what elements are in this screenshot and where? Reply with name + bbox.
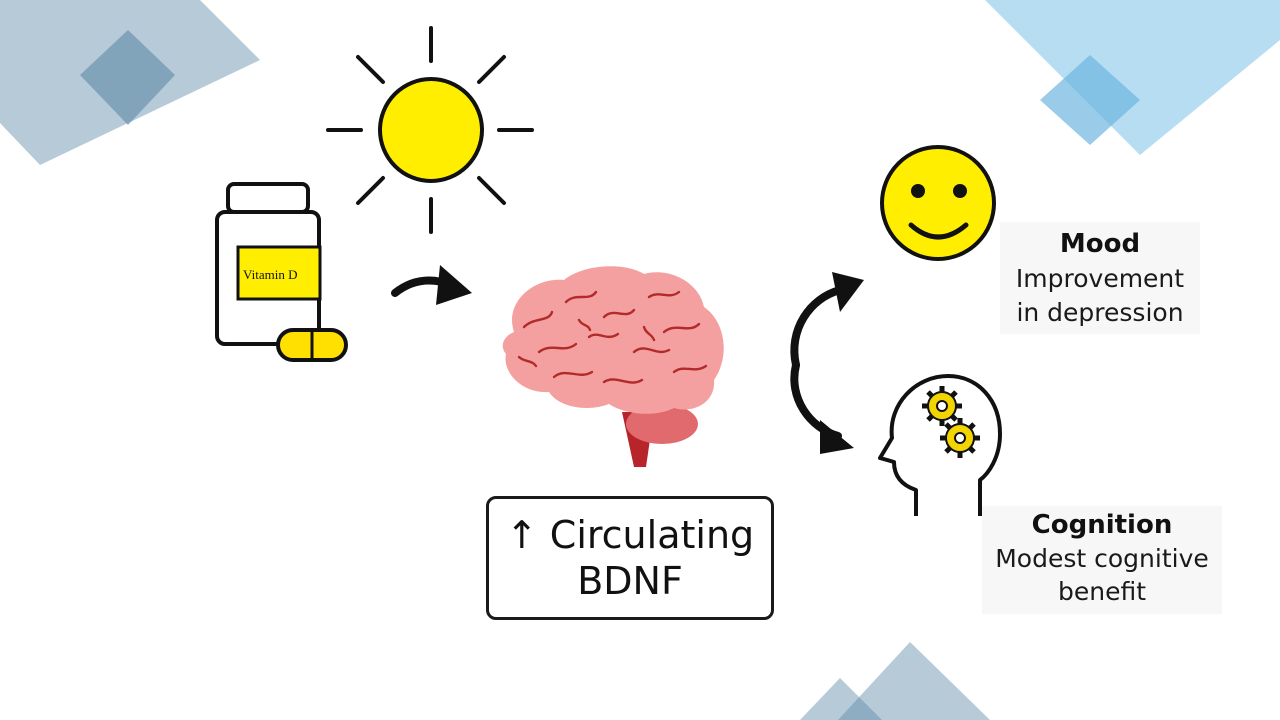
bdnf-line1-text: Circulating [549,513,755,557]
bdnf-box: ↑ Circulating BDNF [486,496,774,620]
bdnf-line1: ↑ Circulating [506,512,754,558]
mood-title: Mood [1059,229,1141,259]
mood-desc-line1: Improvement [1015,264,1185,293]
gear-icon-1 [922,386,962,426]
diamond-top-left-small [80,30,175,125]
diamond-bottom-large [838,642,990,720]
cognition-label-box: Cognition Modest cognitive benefit [982,506,1222,614]
diamond-top-right-large [985,0,1280,155]
cognition-desc-line2: benefit [1057,577,1147,606]
diamond-top-right-small [1040,55,1140,145]
cognition-title: Cognition [1031,510,1173,540]
up-arrow-glyph: ↑ [505,513,538,557]
mood-desc-line2: in depression [1016,298,1184,327]
bdnf-line2: BDNF [577,559,683,603]
sun-icon [326,26,534,234]
smiley-face-icon [880,145,996,261]
head-gears-icon [878,374,1002,516]
brain-icon [502,266,724,467]
curved-arrow-icon-split [790,272,864,454]
mood-label-box: Mood Improvement in depression [1000,222,1200,334]
vitamin-bottle-icon [215,182,348,362]
capsule-icon [276,328,348,362]
gear-icon-2 [940,418,980,458]
vitamin-bottle-label: Vitamin D [243,267,298,282]
cognition-desc-line1: Modest cognitive [995,544,1209,573]
curved-arrow-icon [391,265,472,305]
diamond-bottom-small [800,678,882,720]
